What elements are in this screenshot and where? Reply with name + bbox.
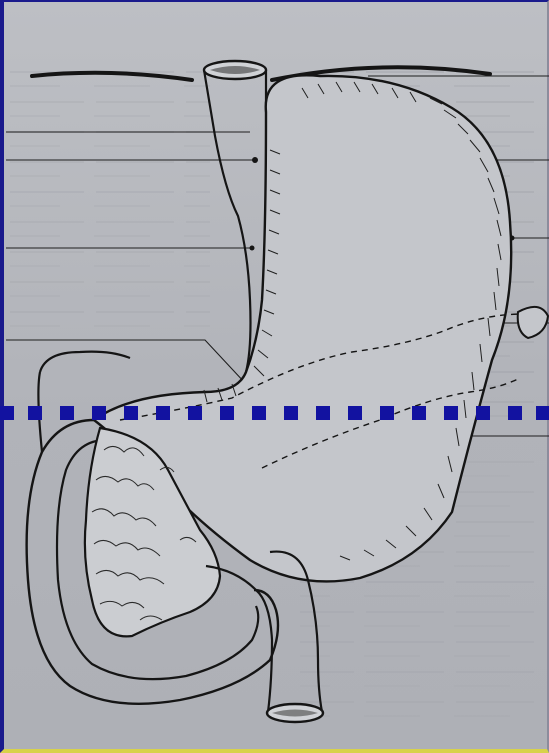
- leader-line: [6, 340, 246, 384]
- duodenum-top-curve: [40, 352, 130, 372]
- faint-background-text-left: [10, 70, 210, 330]
- spleen-tip: [518, 307, 548, 338]
